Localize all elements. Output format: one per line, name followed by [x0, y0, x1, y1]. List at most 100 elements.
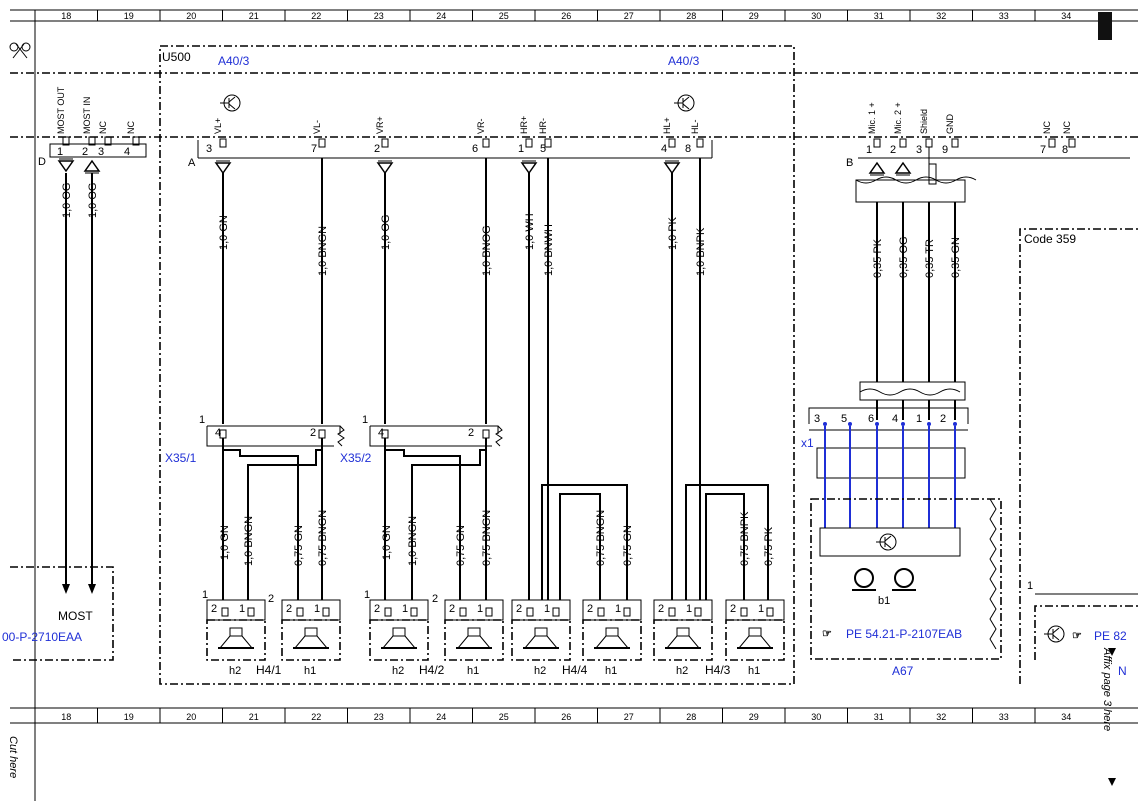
connector-b-pin-icon: [951, 138, 959, 148]
x35-housing-bottom: [369, 426, 492, 447]
ruler-top-number: 25: [499, 11, 509, 21]
lower-wire-label: 0,75 BNGN: [481, 510, 493, 566]
lower-wire-label: 0,75 GN: [622, 525, 634, 566]
x1-pin-icon: [953, 422, 957, 426]
ruler-bottom-number: 21: [249, 712, 259, 722]
lower-wire-label: 1,0 GN: [219, 525, 231, 560]
connector-b-pin-number: 2: [890, 144, 896, 156]
speaker-pin-icon: [221, 607, 229, 617]
connector-a-output-icon: [214, 162, 232, 175]
x35-1-label: X35/1: [165, 451, 197, 465]
upper-wire-label: 1,0 GN: [218, 215, 230, 250]
speaker-pin-icon: [322, 607, 330, 617]
connector-a-output-icon: [376, 162, 394, 175]
most-pin-number: 4: [124, 146, 130, 158]
transistor-emitter: [1052, 634, 1060, 641]
x1-pin-icon: [901, 422, 905, 426]
upper-wire-label: 1,0 BNPK: [695, 227, 707, 276]
x1-pin-number: 5: [841, 413, 847, 425]
x35-housing-break-icon: [337, 425, 345, 447]
connector-a-pin-number: 2: [374, 143, 380, 155]
connector-a-pin-icon: [544, 138, 552, 148]
connector-b-pin-icon: [899, 138, 907, 148]
transistor-collector: [884, 535, 892, 542]
speaker-cone-icon: [456, 635, 492, 649]
upper-wire-label: 1,0 WH: [524, 213, 536, 250]
x35-2-label: X35/2: [340, 451, 372, 465]
lower-wire: [705, 493, 745, 600]
speaker-h-label: h2: [534, 665, 546, 677]
transistor-emitter: [884, 542, 892, 549]
lower-wire-label: 0,75 GN: [293, 525, 305, 566]
speaker-magnet-icon: [467, 627, 481, 637]
speaker-cone-icon: [218, 635, 254, 649]
ruler-top-number: 28: [686, 11, 696, 21]
lower-wire: [411, 438, 487, 600]
connector-b-letter: B: [846, 157, 853, 169]
x1-pin-icon: [823, 422, 827, 426]
most-wire-label: 1,0 OG: [61, 183, 73, 218]
ruler-bottom-number: 34: [1061, 712, 1071, 722]
connector-b-pin-icon: [925, 138, 933, 148]
ruler-bottom-number: 26: [561, 712, 571, 722]
x35-pin-icon: [318, 429, 326, 439]
upper-wire-label: 1,0 BNOG: [481, 225, 493, 276]
ruler-top-number: 23: [374, 11, 384, 21]
a40-3-ref-left: A40/3: [218, 54, 250, 68]
most-connector-housing: [49, 143, 147, 158]
most-ref-link[interactable]: 00-P-2710EAA: [2, 630, 82, 644]
most-pin-label: NC: [98, 121, 108, 134]
lower-wire: [223, 449, 299, 600]
connector-a-pin-icon: [381, 138, 389, 148]
x35-pin-number: 4: [378, 427, 384, 439]
code-359-tail: N: [1118, 664, 1127, 678]
amplifier-transistor-icon: [674, 94, 695, 112]
upper-wire-label: 1,0 OG: [380, 215, 392, 250]
speaker-pin-number: 1: [402, 603, 408, 615]
x1-pin-number: 2: [940, 413, 946, 425]
speaker-pin-number: 2: [587, 603, 593, 615]
speaker-cone-icon: [665, 635, 701, 649]
microphone-capsule-icon: [894, 568, 914, 588]
a40-3-ref-right: A40/3: [668, 54, 700, 68]
speaker-cone-icon: [381, 635, 417, 649]
speaker-enclosure: [369, 619, 429, 661]
x1-pin-number: 4: [892, 413, 898, 425]
connector-a-pin-number: 3: [206, 143, 212, 155]
speaker-pin-icon: [623, 607, 631, 617]
ruler-top-number: 19: [124, 11, 134, 21]
lower-wire-label: 0,75 GN: [455, 525, 467, 566]
lower-wire-label: 1,0 BNGN: [243, 516, 255, 566]
code-359-ref-link[interactable]: PE 82: [1094, 629, 1127, 643]
connector-a-pin-label: HR+: [519, 116, 529, 134]
most-pin-icon: [62, 136, 70, 146]
connector-b-break-top: [855, 179, 966, 203]
connector-a-letter: A: [188, 157, 196, 169]
speaker-h-label: h2: [676, 665, 688, 677]
break-wave-icon: [859, 388, 961, 396]
speaker-pin-number: 2: [516, 603, 522, 615]
most-pin-number: 2: [82, 146, 88, 158]
mic-ref-link[interactable]: PE 54.21-P-2107EAB: [846, 627, 962, 641]
connector-a-pin-label: HR-: [538, 118, 548, 134]
affix-page-note: Affix page 3 here: [1101, 647, 1113, 731]
ruler-bottom-number: 19: [124, 712, 134, 722]
speaker-magnet-icon: [392, 627, 406, 637]
x35-corner-number: 1: [199, 414, 205, 426]
transistor-emitter: [682, 103, 690, 110]
lower-wire-label: 0,75 BNGN: [595, 510, 607, 566]
upper-wire-label: 1,0 BNWH: [543, 224, 555, 276]
mic-wire-label: 0,35 OG: [898, 236, 910, 278]
speaker-pin-number: 2: [211, 603, 217, 615]
most-in-triangle-icon: [83, 159, 101, 172]
code-359-label: Code 359: [1024, 232, 1076, 246]
connector-b-pin-label: GND: [945, 114, 955, 135]
ruler-top-number: 27: [624, 11, 634, 21]
connector-a-pin-number: 7: [311, 143, 317, 155]
x35-pin-number: 2: [468, 427, 474, 439]
speaker-enclosure: [444, 619, 504, 661]
x1-label: x1: [801, 436, 814, 450]
